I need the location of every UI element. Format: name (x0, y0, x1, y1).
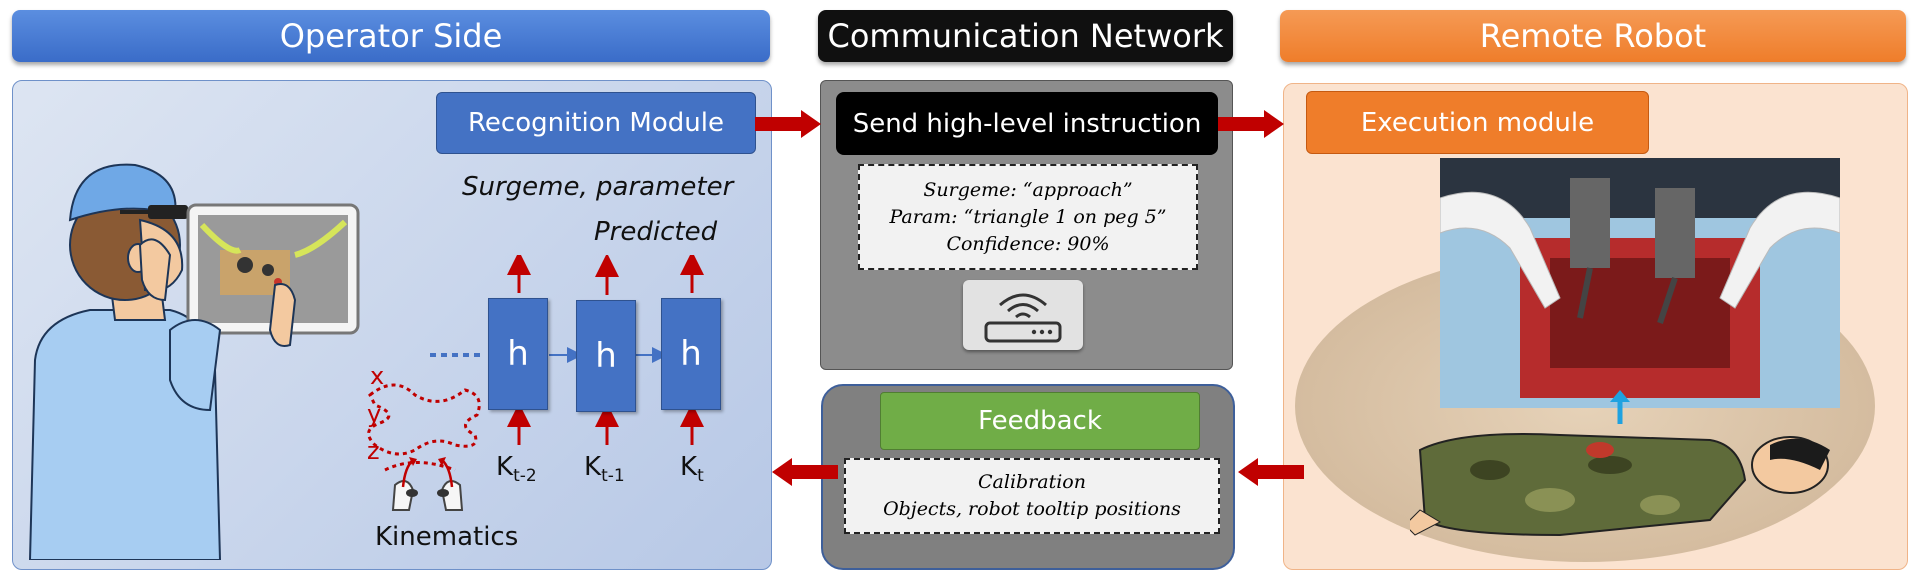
hidden-unit-t: h (661, 298, 721, 410)
feedback-line: Calibration (978, 471, 1086, 493)
input-label-t-1: Kt-1 (584, 452, 625, 487)
instruction-line: Param: “triangle 1 on peg 5” (889, 205, 1167, 228)
arrow-network-to-execution (1218, 110, 1284, 138)
instruction-line: Confidence: 90% (946, 232, 1110, 255)
upward-arrow-icon (1610, 390, 1630, 424)
sequence-connectors (430, 255, 704, 445)
robot-surgery-illustration (1440, 158, 1840, 408)
hidden-unit-t-1: h (576, 300, 636, 412)
header-communication-network: Communication Network (818, 10, 1233, 62)
recognition-module: Recognition Module (436, 92, 756, 154)
router-icon (984, 293, 1062, 343)
feedback-line: Objects, robot tooltip positions (883, 498, 1181, 520)
kinematics-trajectory (367, 383, 481, 511)
kinematics-label: Kinematics (375, 522, 519, 552)
input-label-t-2: Kt-2 (496, 452, 537, 487)
operator-illustration (28, 163, 360, 560)
axis-x-label: x (370, 362, 385, 390)
hidden-unit-t-2: h (488, 298, 548, 410)
axis-z-label: z (367, 437, 380, 465)
arrow-feedback-to-operator (772, 458, 838, 486)
header-operator-side: Operator Side (12, 10, 770, 62)
feedback-details: Calibration Objects, robot tooltip posit… (844, 458, 1220, 534)
output-label-line1: Surgeme, parameter (462, 172, 734, 202)
execution-module: Execution module (1306, 91, 1649, 154)
axis-y-label: y (367, 400, 382, 428)
arrow-recognition-to-network (755, 110, 821, 138)
instruction-line: Surgeme: “approach” (923, 178, 1133, 201)
output-label-line2: Predicted (594, 217, 718, 247)
instruction-details: Surgeme: “approach” Param: “triangle 1 o… (858, 164, 1198, 270)
arrow-robot-to-feedback (1238, 458, 1304, 486)
patient-illustration (1410, 433, 1830, 537)
header-remote-robot: Remote Robot (1280, 10, 1906, 62)
input-label-t: Kt (680, 452, 704, 487)
send-instruction-box: Send high-level instruction (836, 92, 1218, 155)
feedback-box: Feedback (880, 392, 1200, 450)
